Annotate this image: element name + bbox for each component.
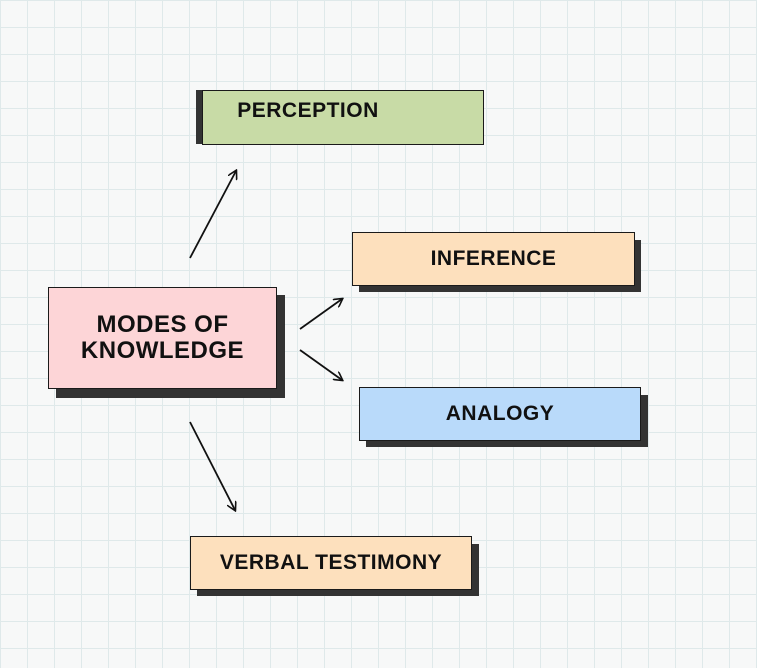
node-label: ANALOGY	[445, 402, 555, 425]
node-analogy: ANALOGY	[359, 387, 641, 441]
node-perception: PERCEPTION	[202, 90, 484, 145]
node-label: INFERENCE	[430, 247, 557, 270]
box-shadow	[196, 90, 206, 144]
arrow-to-inference	[299, 299, 342, 330]
arrow-to-analogy	[299, 349, 342, 380]
center-label-line2: KNOWLEDGE	[80, 337, 245, 364]
arrow-to-perception	[189, 171, 236, 259]
node-inference: INFERENCE	[352, 232, 635, 286]
center-label-line1: MODES OF	[96, 311, 229, 338]
center-node: MODES OF KNOWLEDGE	[48, 287, 277, 389]
arrow-to-verbal-testimony	[189, 421, 235, 510]
node-label: PERCEPTION	[237, 99, 379, 122]
node-label: VERBAL TESTIMONY	[219, 551, 443, 574]
node-verbal-testimony: VERBAL TESTIMONY	[190, 536, 472, 590]
